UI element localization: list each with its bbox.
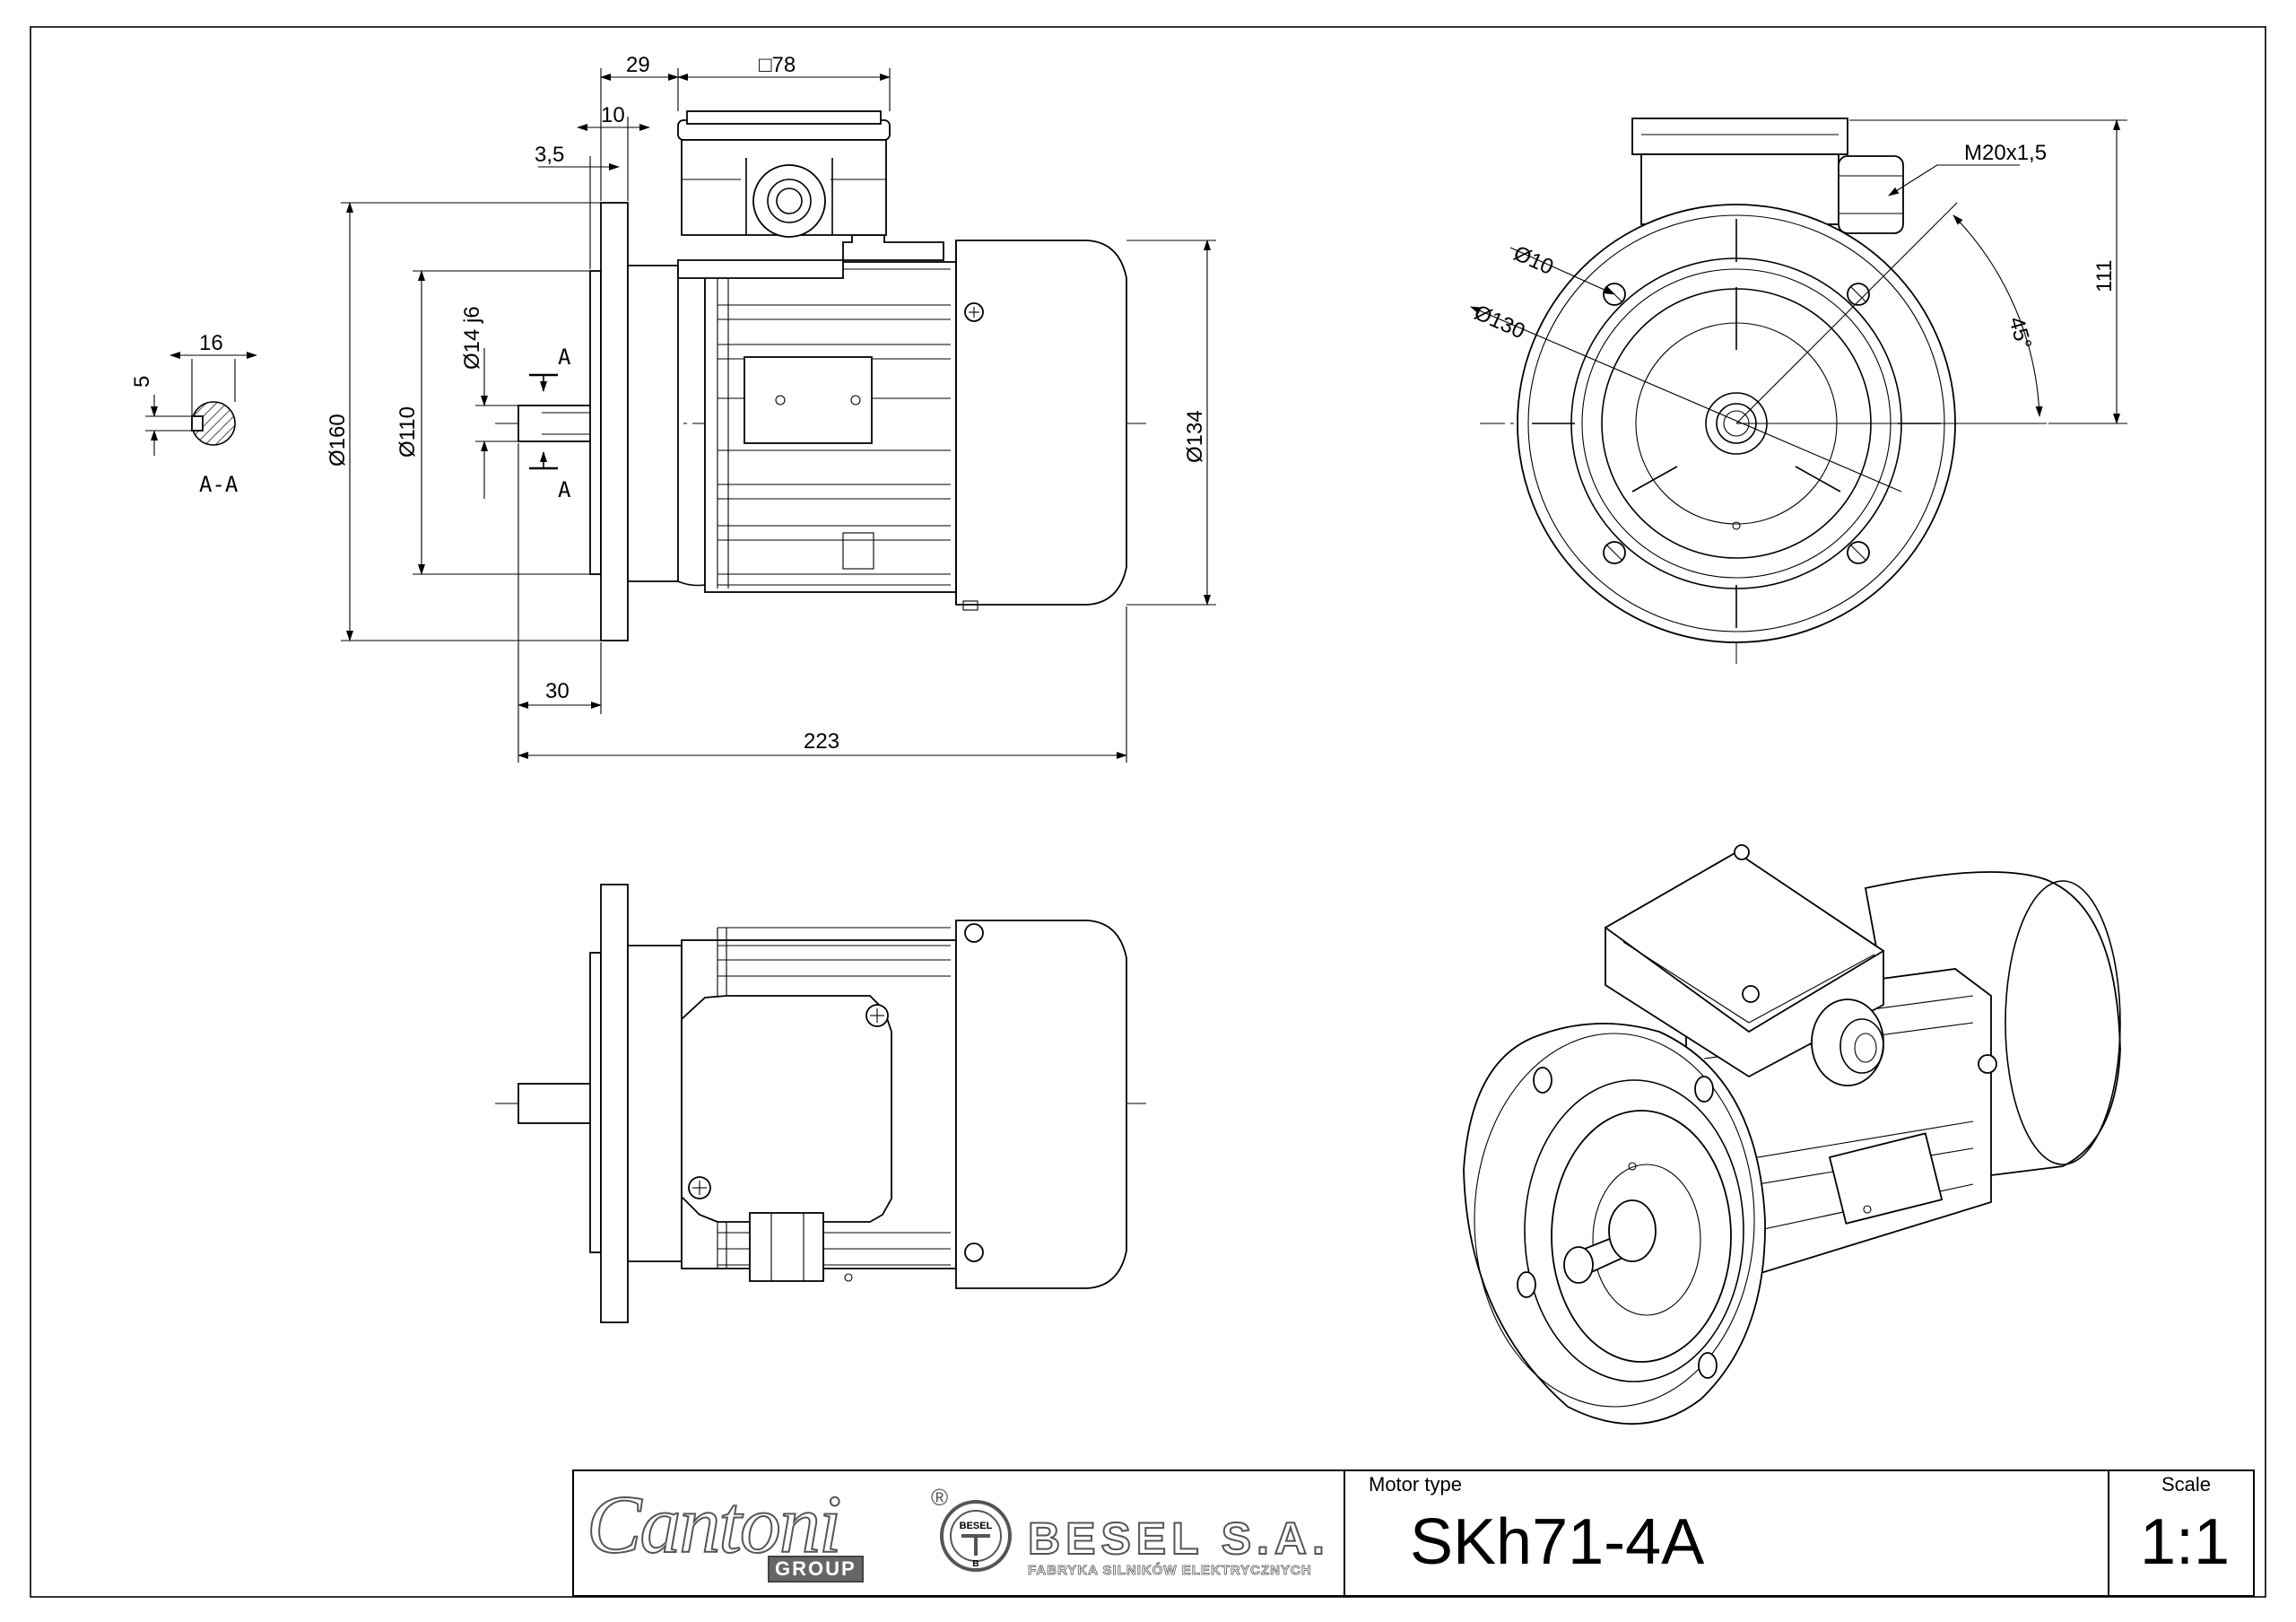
besel-seal-icon: BESEL B — [940, 1500, 1012, 1572]
dim-angle-45: 45° — [2004, 314, 2036, 352]
dim-m20x1-5: M20x1,5 — [1964, 141, 2047, 165]
section-marker-label: A — [558, 344, 571, 370]
cantoni-group-badge: GROUP — [768, 1556, 864, 1583]
title-block-border — [572, 1469, 2255, 1597]
section-marker-label: A — [558, 477, 571, 502]
dim-223: 223 — [804, 729, 839, 754]
company-logos: Cantoni GROUP ® BESEL B BESEL S.A. FABRY… — [572, 1469, 1344, 1597]
besel-seal-top-text: BESEL — [960, 1521, 993, 1531]
dim-dia-130: Ø130 — [1471, 301, 1529, 344]
dim-dia-160: Ø160 — [326, 414, 350, 467]
dim-dia-10: Ø10 — [1510, 241, 1557, 280]
dim-dia-134: Ø134 — [1183, 410, 1207, 463]
sheet-border — [30, 26, 2266, 1598]
besel-seal-bottom-text: B — [972, 1559, 978, 1569]
besel-logo: BESEL S.A. — [1027, 1513, 1330, 1565]
side-view: A A 29 □78 10 3,5 Ø160 Ø110 — [326, 53, 1216, 763]
isometric-view — [1463, 844, 2121, 1426]
dim-10: 10 — [601, 103, 625, 127]
registered-mark: ® — [931, 1484, 949, 1511]
dim-dia-110: Ø110 — [396, 406, 420, 458]
scale-cell: Scale 1:1 — [2108, 1469, 2257, 1597]
front-view: Ø10 Ø130 M20x1,5 45° 111 — [1470, 118, 2127, 667]
dim-square-78: □78 — [759, 53, 796, 77]
dim-16: 16 — [199, 331, 223, 355]
scale-value: 1:1 — [2140, 1506, 2231, 1578]
title-block: Cantoni GROUP ® BESEL B BESEL S.A. FABRY… — [572, 1469, 2255, 1597]
motor-type-label: Motor type — [1369, 1473, 1462, 1496]
top-view — [495, 884, 1146, 1323]
dim-5: 5 — [130, 376, 154, 388]
dim-dia-14-j6: Ø14 j6 — [460, 306, 484, 370]
section-label: A-A — [199, 472, 239, 497]
cantoni-logo: Cantoni — [586, 1478, 842, 1571]
scale-label: Scale — [2161, 1473, 2212, 1496]
section-marker-a-bottom: A — [529, 451, 571, 502]
besel-subtitle: FABRYKA SILNIKÓW ELEKTRYCZNYCH — [1028, 1563, 1312, 1579]
section-a-a: 16 5 A-A — [130, 331, 257, 497]
motor-type-value: SKh71-4A — [1410, 1506, 1705, 1578]
dim-3-5: 3,5 — [535, 143, 564, 167]
section-marker-a-top: A — [529, 344, 571, 392]
motor-type-cell: Motor type SKh71-4A — [1344, 1469, 1785, 1597]
dim-29: 29 — [626, 53, 650, 77]
dim-111: 111 — [2092, 260, 2117, 292]
dim-30: 30 — [545, 679, 570, 703]
